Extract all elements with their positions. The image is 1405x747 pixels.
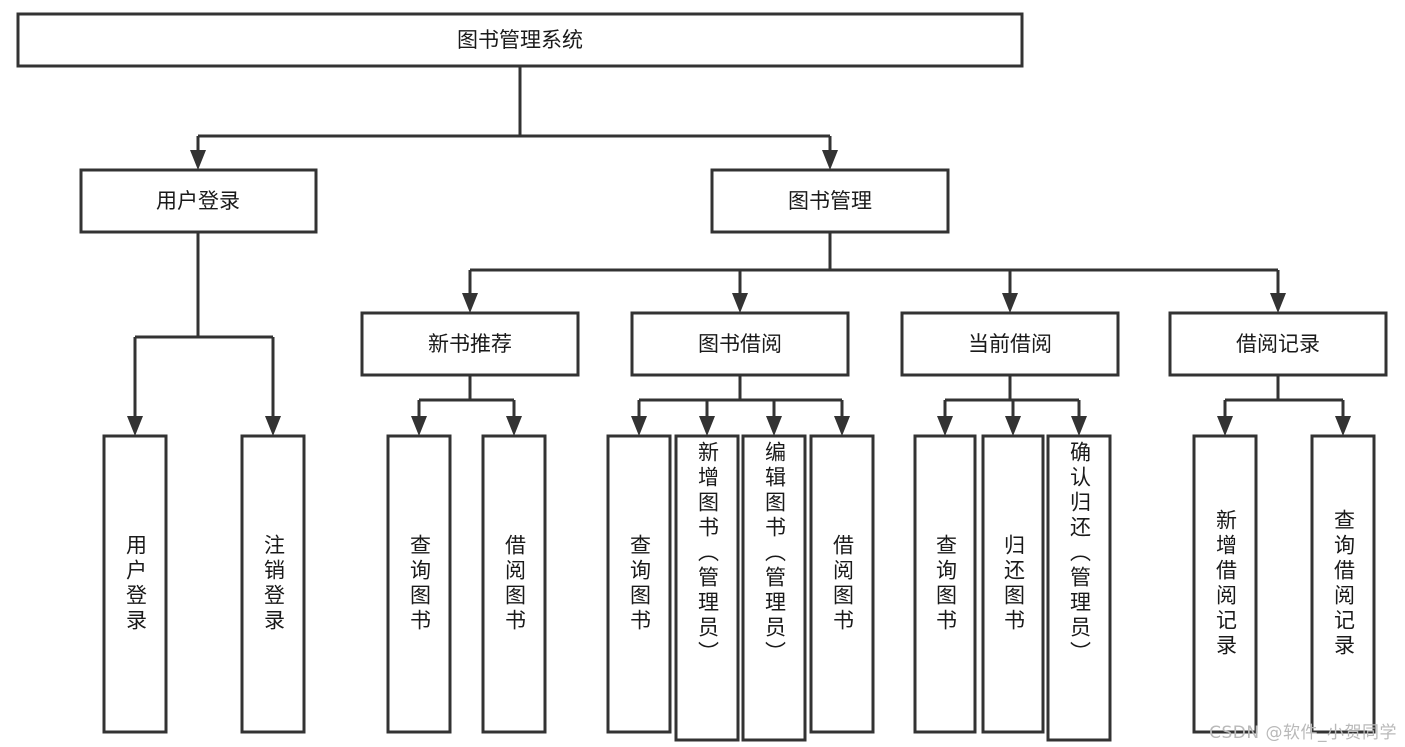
arrow-head-icon bbox=[265, 416, 281, 436]
node-leaf-user-login[interactable]: 用户登录 bbox=[102, 434, 168, 734]
node-leaf-user-logout[interactable]: 注销登录 bbox=[240, 434, 306, 734]
node-leaf-user-logout-label: 注销登录 bbox=[261, 534, 286, 634]
node-leaf-query-book-1-label-wrap: 查询图书 bbox=[407, 534, 432, 634]
node-leaf-add-record[interactable]: 新增借阅记录 bbox=[1192, 434, 1258, 734]
node-leaf-edit-book-label-wrap: 编辑图书（管理员） bbox=[762, 441, 787, 666]
node-current-borrow-label: 当前借阅 bbox=[968, 332, 1052, 356]
node-leaf-query-book-1-label: 查询图书 bbox=[407, 534, 432, 634]
node-user-login[interactable]: 用户登录 bbox=[79, 168, 318, 234]
arrow-head-icon bbox=[766, 416, 782, 436]
node-leaf-return-book[interactable]: 归还图书 bbox=[981, 434, 1045, 734]
node-book-manage[interactable]: 图书管理 bbox=[710, 168, 950, 234]
node-new-book-rec-label: 新书推荐 bbox=[428, 332, 512, 356]
node-leaf-user-login-label: 用户登录 bbox=[123, 534, 148, 634]
node-current-borrow[interactable]: 当前借阅 bbox=[900, 311, 1120, 377]
node-leaf-query-book-3-label-wrap: 查询图书 bbox=[933, 534, 958, 634]
node-leaf-add-book-label: 新增图书（管理员） bbox=[695, 441, 720, 666]
node-book-borrow[interactable]: 图书借阅 bbox=[630, 311, 850, 377]
node-leaf-query-book-3-label: 查询图书 bbox=[933, 534, 958, 634]
node-leaf-confirm-return-box[interactable] bbox=[1046, 434, 1112, 742]
node-leaf-borrow-book-2-label: 借阅图书 bbox=[830, 534, 855, 634]
arrow-head-icon bbox=[1270, 293, 1286, 313]
node-new-book-rec-box[interactable] bbox=[360, 311, 580, 377]
node-book-borrow-label: 图书借阅 bbox=[698, 332, 782, 356]
arrow-head-icon bbox=[411, 416, 427, 436]
node-leaf-add-record-label-wrap: 新增借阅记录 bbox=[1213, 509, 1238, 659]
node-leaf-user-login-label-wrap: 用户登录 bbox=[123, 534, 148, 634]
node-leaf-borrow-book-2-label-wrap: 借阅图书 bbox=[830, 534, 855, 634]
node-leaf-add-book-label-wrap: 新增图书（管理员） bbox=[695, 441, 720, 666]
node-leaf-user-logout-box[interactable] bbox=[240, 434, 306, 734]
node-root-box[interactable] bbox=[16, 12, 1024, 68]
node-leaf-query-book-3-box[interactable] bbox=[913, 434, 977, 734]
node-leaf-add-book[interactable]: 新增图书（管理员） bbox=[674, 434, 740, 742]
node-root-label: 图书管理系统 bbox=[457, 28, 583, 52]
node-leaf-user-login-box[interactable] bbox=[102, 434, 168, 734]
node-leaf-confirm-return[interactable]: 确认归还（管理员） bbox=[1046, 434, 1112, 742]
node-leaf-query-book-2[interactable]: 查询图书 bbox=[606, 434, 672, 734]
node-leaf-borrow-book-2-box[interactable] bbox=[809, 434, 875, 734]
node-borrow-record[interactable]: 借阅记录 bbox=[1168, 311, 1388, 377]
node-leaf-query-book-1-box[interactable] bbox=[386, 434, 452, 734]
arrow-head-icon bbox=[1335, 416, 1351, 436]
node-leaf-add-book-box[interactable] bbox=[674, 434, 740, 742]
arrow-head-icon bbox=[834, 416, 850, 436]
edge-layer bbox=[127, 66, 1351, 436]
node-leaf-edit-book[interactable]: 编辑图书（管理员） bbox=[741, 434, 807, 742]
node-root[interactable]: 图书管理系统 bbox=[16, 12, 1024, 68]
node-book-borrow-box[interactable] bbox=[630, 311, 850, 377]
node-user-login-label: 用户登录 bbox=[156, 189, 240, 213]
node-current-borrow-box[interactable] bbox=[900, 311, 1120, 377]
node-new-book-rec[interactable]: 新书推荐 bbox=[360, 311, 580, 377]
arrow-head-icon bbox=[1002, 293, 1018, 313]
node-leaf-borrow-book-2[interactable]: 借阅图书 bbox=[809, 434, 875, 734]
node-leaf-borrow-book-1-label-wrap: 借阅图书 bbox=[502, 534, 527, 634]
arrow-head-icon bbox=[1071, 416, 1087, 436]
node-layer: 图书管理系统 用户登录 图书管理 新书推荐 图书借阅 bbox=[16, 12, 1388, 742]
arrow-head-icon bbox=[1005, 416, 1021, 436]
arrow-head-icon bbox=[190, 150, 206, 170]
node-leaf-query-record-label-wrap: 查询借阅记录 bbox=[1331, 509, 1356, 659]
node-user-login-box[interactable] bbox=[79, 168, 318, 234]
arrow-head-icon bbox=[631, 416, 647, 436]
arrow-head-icon bbox=[822, 150, 838, 170]
node-book-manage-label: 图书管理 bbox=[788, 189, 872, 213]
node-leaf-add-record-box[interactable] bbox=[1192, 434, 1258, 734]
arrow-head-icon bbox=[127, 416, 143, 436]
arrow-head-icon bbox=[732, 293, 748, 313]
arrow-head-icon bbox=[462, 293, 478, 313]
node-leaf-return-book-label-wrap: 归还图书 bbox=[1001, 534, 1026, 634]
node-book-manage-box[interactable] bbox=[710, 168, 950, 234]
node-leaf-confirm-return-label: 确认归还（管理员） bbox=[1067, 441, 1092, 666]
node-leaf-query-record-label: 查询借阅记录 bbox=[1331, 509, 1356, 659]
arrow-head-icon bbox=[506, 416, 522, 436]
node-leaf-query-book-2-label-wrap: 查询图书 bbox=[627, 534, 652, 634]
node-leaf-query-book-2-label: 查询图书 bbox=[627, 534, 652, 634]
node-leaf-confirm-return-label-wrap: 确认归还（管理员） bbox=[1067, 441, 1092, 666]
node-leaf-query-book-3[interactable]: 查询图书 bbox=[913, 434, 977, 734]
node-leaf-user-logout-label-wrap: 注销登录 bbox=[261, 534, 286, 634]
node-leaf-return-book-box[interactable] bbox=[981, 434, 1045, 734]
node-leaf-query-record[interactable]: 查询借阅记录 bbox=[1310, 434, 1376, 734]
node-leaf-edit-book-box[interactable] bbox=[741, 434, 807, 742]
arrow-head-icon bbox=[699, 416, 715, 436]
arrow-head-icon bbox=[937, 416, 953, 436]
node-leaf-add-record-label: 新增借阅记录 bbox=[1213, 509, 1238, 659]
arrow-head-icon bbox=[1217, 416, 1233, 436]
node-leaf-borrow-book-1[interactable]: 借阅图书 bbox=[481, 434, 547, 734]
node-borrow-record-label: 借阅记录 bbox=[1236, 332, 1320, 356]
node-leaf-query-book-1[interactable]: 查询图书 bbox=[386, 434, 452, 734]
node-leaf-edit-book-label: 编辑图书（管理员） bbox=[762, 441, 787, 666]
node-borrow-record-box[interactable] bbox=[1168, 311, 1388, 377]
node-leaf-query-record-box[interactable] bbox=[1310, 434, 1376, 734]
node-leaf-borrow-book-1-box[interactable] bbox=[481, 434, 547, 734]
node-leaf-return-book-label: 归还图书 bbox=[1001, 534, 1026, 634]
node-leaf-query-book-2-box[interactable] bbox=[606, 434, 672, 734]
node-leaf-borrow-book-1-label: 借阅图书 bbox=[502, 534, 527, 634]
